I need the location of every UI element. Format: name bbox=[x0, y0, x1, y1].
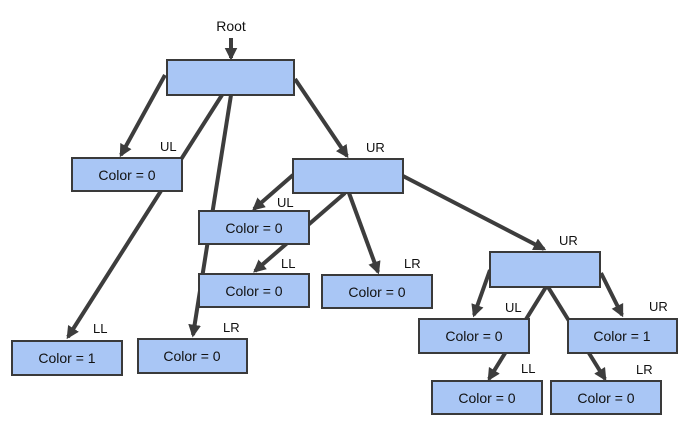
node-lr-leaf-text: Color = 0 bbox=[163, 348, 220, 364]
node-ur-ll-leaf-text: Color = 0 bbox=[225, 283, 282, 299]
edge-root-ll bbox=[66, 93, 224, 340]
edge-label-root-lr: LR bbox=[223, 320, 240, 335]
node-ur-ur-lr-leaf: Color = 0 bbox=[550, 380, 662, 415]
node-ur-ur-ur-leaf-text: Color = 1 bbox=[593, 328, 650, 344]
edge-urur-ur bbox=[599, 272, 624, 318]
edge-label-ur-ll: LL bbox=[281, 256, 295, 271]
node-lr-leaf: Color = 0 bbox=[137, 338, 248, 374]
edge-label-root-ll: LL bbox=[93, 321, 107, 336]
node-ur-ur-ur-leaf: Color = 1 bbox=[567, 318, 678, 354]
edge-ur-lr bbox=[347, 192, 381, 275]
node-ll-leaf-text: Color = 1 bbox=[38, 350, 95, 366]
node-ur-ll-leaf: Color = 0 bbox=[198, 273, 310, 308]
edge-label-urur-lr: LR bbox=[636, 362, 653, 377]
node-ur-ur-ll-leaf-text: Color = 0 bbox=[458, 390, 515, 406]
node-ur-ur-ul-leaf-text: Color = 0 bbox=[445, 328, 502, 344]
edge-urur-ul bbox=[471, 269, 492, 318]
node-ur-ul-leaf-text: Color = 0 bbox=[225, 220, 282, 236]
node-ur-ur-ul-leaf: Color = 0 bbox=[418, 318, 530, 354]
node-ur-ur-lr-leaf-text: Color = 0 bbox=[577, 390, 634, 406]
edge-label-ur-ul: UL bbox=[277, 195, 294, 210]
edge-label-ur-lr: LR bbox=[404, 256, 421, 271]
edge-ur-ul bbox=[252, 173, 295, 211]
node-ul-leaf: Color = 0 bbox=[71, 157, 183, 192]
node-ul-leaf-text: Color = 0 bbox=[98, 167, 155, 183]
node-ur-lr-leaf-text: Color = 0 bbox=[348, 284, 405, 300]
edge-label-urur-ur: UR bbox=[649, 299, 668, 314]
edge-label-urur-ul: UL bbox=[505, 300, 522, 315]
node-ur-lr-leaf: Color = 0 bbox=[321, 274, 433, 309]
edge-label-urur-ll: LL bbox=[521, 361, 535, 376]
root-label: Root bbox=[216, 18, 246, 34]
edge-root-ul bbox=[119, 74, 167, 158]
node-ll-leaf: Color = 1 bbox=[11, 340, 123, 376]
node-ur bbox=[292, 158, 404, 194]
edge-root-ur bbox=[293, 77, 349, 159]
node-ur-ul-leaf: Color = 0 bbox=[198, 210, 310, 245]
node-ur-ur bbox=[489, 251, 601, 288]
edge-label-root-ul: UL bbox=[160, 139, 177, 154]
edge-label-root-ur: UR bbox=[366, 140, 385, 155]
edge-label-ur-ur: UR bbox=[559, 233, 578, 248]
edge-ur-ur bbox=[402, 174, 547, 251]
node-ur-ur-ll-leaf: Color = 0 bbox=[431, 380, 543, 415]
node-root bbox=[166, 59, 295, 96]
